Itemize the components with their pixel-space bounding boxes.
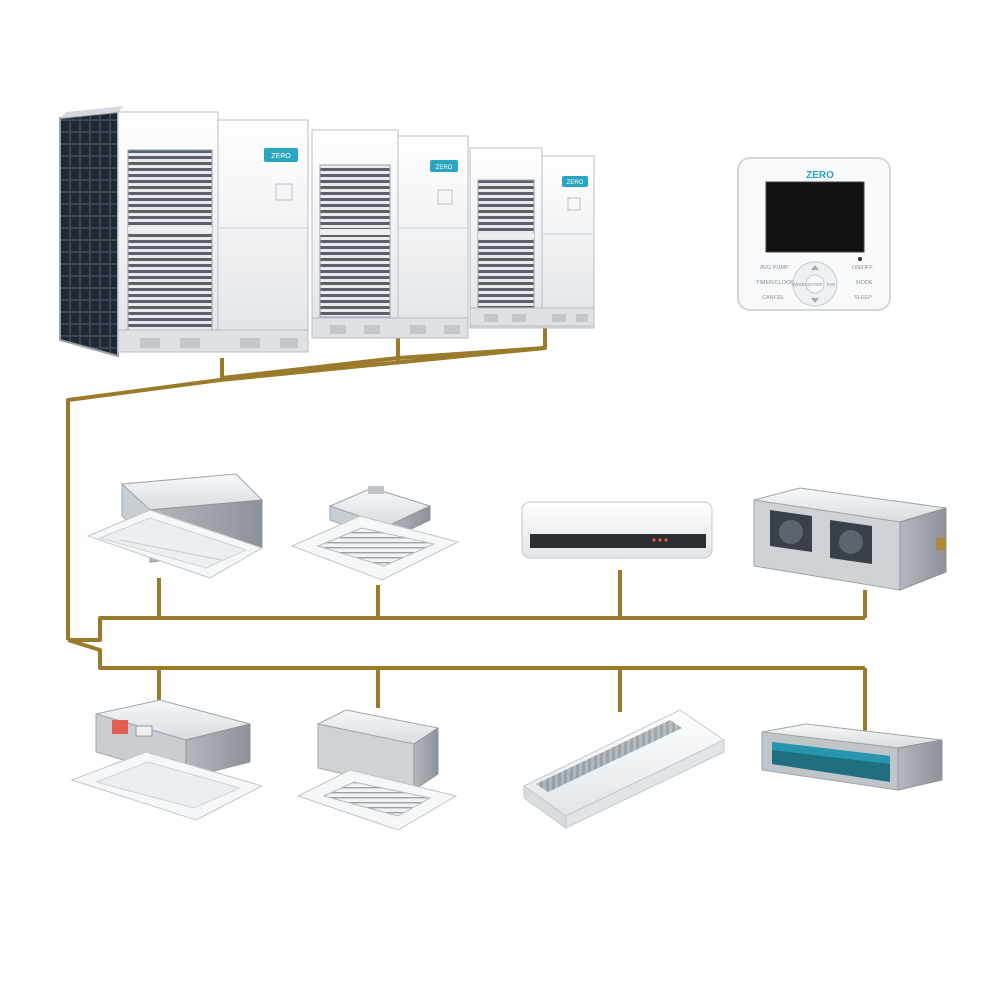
controller-btn-sleep[interactable]: SLEEP: [854, 295, 872, 301]
brand-logo-text-3: ZERO: [567, 180, 584, 186]
indoor-unit-one-way-cassette: [86, 473, 264, 579]
chevron-up-icon[interactable]: [811, 265, 819, 270]
wired-controller: ZERO AVG PUMP TIMER/CLOCK CANCEL ON/OFF …: [737, 157, 891, 311]
indoor-units-row1: [86, 473, 947, 591]
controller-btn-cancel[interactable]: CANCEL: [762, 295, 784, 301]
indoor-unit-ceiling-floor: [523, 709, 725, 829]
controller-logo: ZERO: [806, 170, 834, 181]
indoor-unit-ducted: [753, 487, 947, 591]
indoor-unit-compact-four-way: [296, 709, 458, 831]
brand-logo-badge-1: [264, 148, 298, 162]
controller-btn-fan[interactable]: FAN: [827, 282, 836, 287]
controller-btn-swing[interactable]: SWING: [791, 282, 807, 287]
outdoor-unit-1: ZERO: [117, 111, 309, 353]
pipe-row2-header: [67, 638, 867, 732]
controller-btn-avg-pump[interactable]: AVG PUMP: [760, 265, 789, 271]
brand-logo-badge-2: [430, 160, 458, 172]
indoor-units-row2: [70, 699, 943, 831]
indoor-unit-slim-duct: [761, 723, 943, 791]
outdoor-top-edge: [60, 106, 124, 118]
indoor-unit-compact-cassette: [70, 699, 264, 821]
controller-dpad[interactable]: ENTER SWING FAN: [791, 261, 838, 307]
brand-logo-badge-3: [562, 176, 588, 187]
brand-logo-text-2: ZERO: [436, 165, 453, 171]
controller-led: [858, 257, 862, 261]
outdoor-units: ZERO ZERO: [59, 106, 595, 358]
controller-btn-timer[interactable]: TIMER/CLOCK: [756, 280, 794, 286]
pipe-outdoor-tie: [221, 346, 546, 380]
outdoor-unit-3: ZERO: [469, 147, 595, 329]
chevron-down-icon[interactable]: [811, 298, 819, 303]
controller-screen: [765, 181, 865, 253]
brand-logo-text-1: ZERO: [271, 153, 291, 160]
indoor-unit-wall-split: [521, 501, 713, 559]
controller-btn-mode[interactable]: MODE: [856, 280, 873, 286]
outdoor-unit-2: ZERO: [311, 129, 469, 339]
controller-btn-enter[interactable]: ENTER: [807, 282, 823, 287]
indoor-unit-four-way-cassette: [290, 486, 460, 581]
outdoor-coil-side: [59, 110, 119, 358]
pipe-row1-header: [68, 570, 867, 642]
controller-btn-onoff[interactable]: ON/OFF: [852, 265, 873, 271]
